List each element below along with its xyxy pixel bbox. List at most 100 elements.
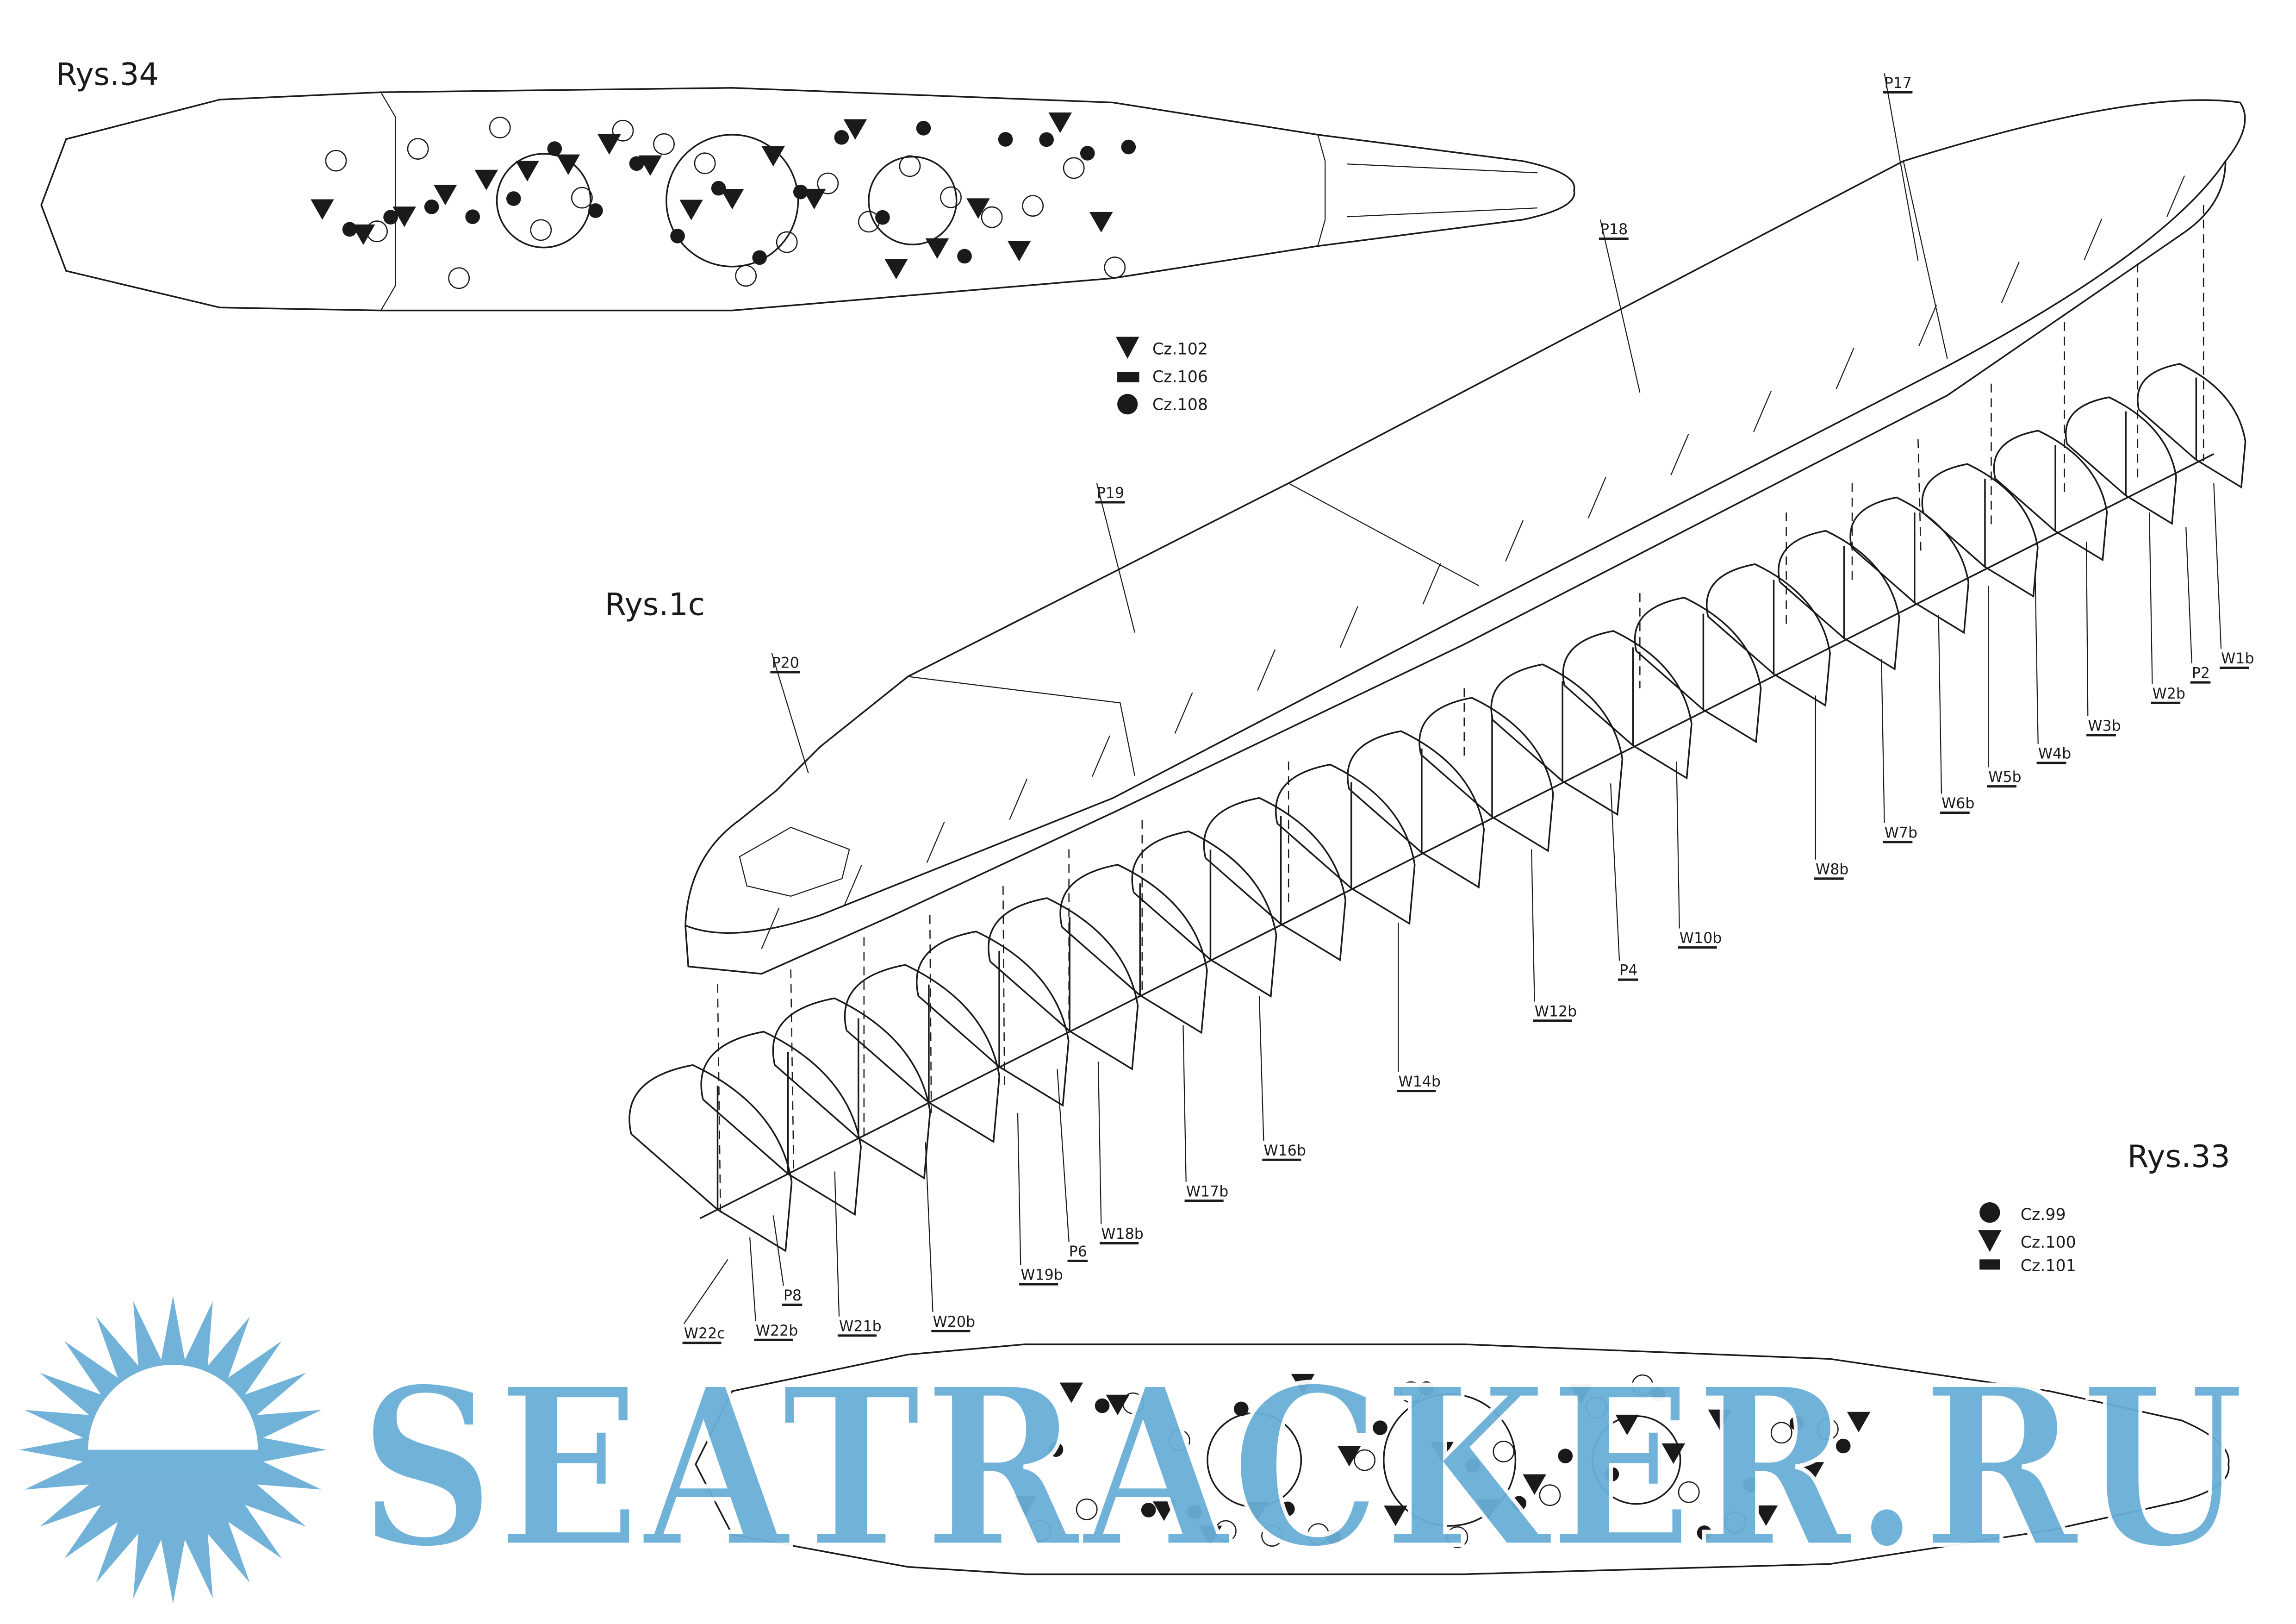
aa-gun-marker — [1152, 1500, 1176, 1521]
mg-marker — [547, 141, 562, 156]
part-label-w21b: W21b — [834, 1171, 882, 1337]
leader-line — [834, 1171, 840, 1317]
hull-rib — [761, 907, 780, 949]
mount-marker — [1215, 1520, 1237, 1542]
mg-marker — [1836, 1438, 1851, 1454]
aa-gun-marker — [1007, 241, 1031, 262]
deck-outline — [684, 99, 2246, 934]
mount-marker — [1493, 1441, 1515, 1462]
mount-marker — [735, 265, 757, 287]
hull-rib — [1009, 778, 1028, 820]
hull-rib — [1422, 563, 1441, 605]
part-label-text: W8b — [1816, 861, 1848, 878]
part-label-p8: P8 — [772, 1215, 803, 1306]
sun-rays — [19, 1296, 327, 1604]
mount-marker — [1354, 1449, 1376, 1471]
part-label-w14b: W14b — [1397, 922, 1441, 1093]
part-label-text: W18b — [1101, 1226, 1144, 1243]
rys34-title: Rys.34 — [56, 56, 159, 92]
alignment-dash — [1002, 886, 1005, 1091]
mg-marker — [1558, 1449, 1573, 1463]
mount-marker — [1022, 195, 1044, 217]
mg-marker — [998, 132, 1013, 147]
leader-line — [1531, 849, 1535, 1002]
part-label-w10b: W10b — [1676, 761, 1722, 949]
mg-marker — [1743, 1477, 1758, 1493]
part-label-p18: P18 — [1599, 219, 1641, 393]
mg-marker — [1095, 1398, 1110, 1413]
mg-marker — [1650, 1386, 1666, 1401]
hull-rib — [2084, 219, 2103, 260]
leader-line — [1884, 73, 1919, 261]
leader-line — [2086, 542, 2089, 716]
part-label-text: P8 — [784, 1287, 802, 1304]
aa-gun-marker — [761, 146, 785, 167]
aa-gun-marker — [1523, 1474, 1546, 1495]
bulkhead-frame — [1634, 597, 1762, 743]
leader-line — [1610, 783, 1620, 961]
part-label-text: W6b — [1941, 795, 1974, 812]
aa-gun-marker — [515, 161, 539, 181]
part-label-text: W10b — [1680, 930, 1722, 947]
mount-marker — [1122, 1392, 1144, 1414]
bulkhead-frame — [988, 897, 1139, 1071]
bulkhead-frame — [628, 1064, 793, 1252]
part-label-text: P4 — [1619, 962, 1637, 979]
mg-marker — [1326, 1530, 1341, 1544]
circle-symbol-icon — [1117, 394, 1138, 415]
hull-rib — [926, 821, 945, 863]
rys1c-title: Rys.1c — [605, 587, 705, 623]
aa-gun-marker — [679, 200, 703, 220]
part-label-p4: P4 — [1610, 783, 1638, 981]
mount-marker — [1261, 1525, 1283, 1547]
leader-line — [1599, 219, 1641, 393]
part-label-w4b: W4b — [2035, 571, 2071, 764]
rys33-hull-outline — [695, 1343, 2230, 1575]
part-label-text: P18 — [1600, 221, 1628, 238]
part-label-w8b: W8b — [1814, 695, 1848, 880]
bulkhead-frame — [1705, 563, 1831, 707]
mount-marker — [1063, 157, 1085, 179]
mg-marker — [424, 199, 439, 214]
mg-marker — [588, 203, 603, 218]
bulkhead-frames — [628, 363, 2246, 1252]
seatracker-watermark: SEATRACKER.RU — [19, 1296, 2246, 1604]
leader-line — [1881, 659, 1885, 823]
rys34-hull-outline — [40, 87, 1575, 312]
aa-gun-marker — [597, 134, 621, 155]
mg-marker — [1233, 1401, 1249, 1417]
mg-marker — [506, 191, 521, 206]
part-label-text: W3b — [2088, 718, 2121, 734]
part-label-text: W2b — [2152, 686, 2185, 702]
part-label-text: P17 — [1885, 75, 1912, 92]
turret-icon — [496, 153, 591, 249]
mount-marker — [899, 155, 921, 177]
leader-line — [1057, 1069, 1070, 1242]
aa-gun-marker — [1569, 1383, 1593, 1405]
part-label-w2b: W2b — [2149, 512, 2185, 704]
leader-line — [1676, 761, 1680, 929]
part-label-p6: P6 — [1057, 1069, 1088, 1262]
bulkhead-frame — [1562, 630, 1692, 780]
mount-marker — [1104, 256, 1126, 279]
legend-label: Cz.99 — [2021, 1206, 2066, 1224]
mg-marker — [1039, 132, 1054, 147]
aa-gun-marker — [1708, 1409, 1732, 1430]
part-label-w22b: W22b — [749, 1237, 798, 1341]
leader-line — [1017, 1113, 1021, 1266]
part-label-text: W14b — [1398, 1074, 1441, 1090]
triangle-symbol-icon — [1115, 337, 1139, 359]
legend-label: Cz.108 — [1152, 396, 1208, 414]
aa-gun-marker — [1800, 1462, 1824, 1483]
mg-marker — [1512, 1496, 1527, 1511]
legend-label: Cz.102 — [1152, 340, 1208, 358]
part-label-w7b: W7b — [1881, 659, 1917, 843]
mg-marker — [1187, 1505, 1202, 1520]
part-label-p17: P17 — [1883, 73, 1919, 261]
leader-line — [2149, 512, 2153, 684]
alignment-dash-lines — [717, 205, 2204, 1216]
hull-rib — [1587, 477, 1606, 518]
part-label-w16b: W16b — [1258, 995, 1306, 1161]
leader-line — [683, 1259, 728, 1324]
